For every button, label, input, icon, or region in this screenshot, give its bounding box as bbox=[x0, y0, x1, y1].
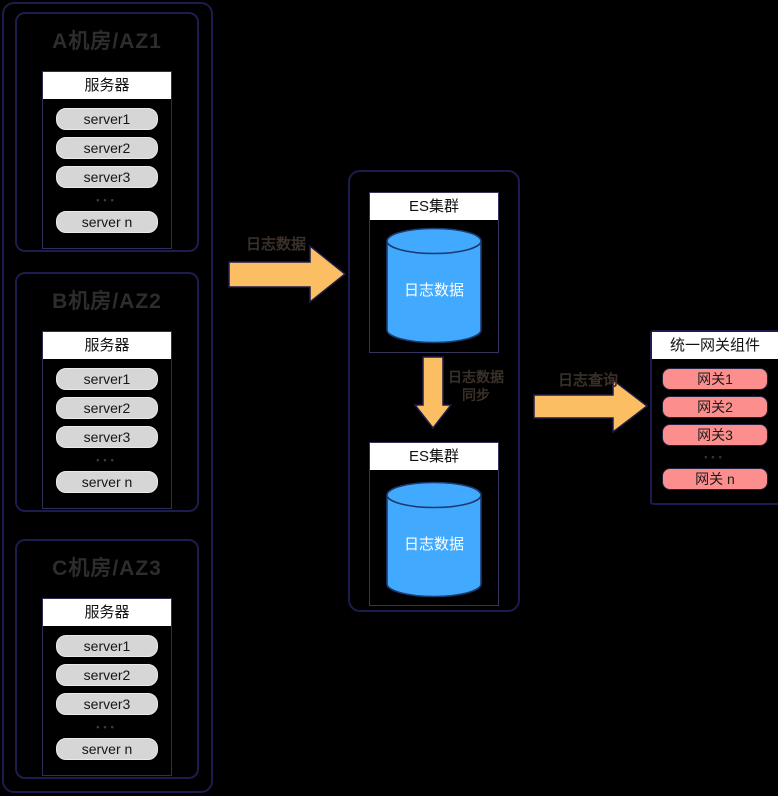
server-item: server3 bbox=[56, 426, 158, 448]
server-item: server n bbox=[56, 211, 158, 233]
log-data-cylinder: 日志数据 bbox=[385, 227, 483, 350]
server-item: server2 bbox=[56, 397, 158, 419]
az-zones-container bbox=[2, 2, 213, 793]
zone-title: A机房/AZ1 bbox=[52, 30, 162, 53]
cylinder-label: 日志数据 bbox=[403, 282, 464, 299]
gateway-panel-body: 网关1 网关2 网关3 ••• 网关 n bbox=[652, 359, 778, 503]
server-panel-body: server1 server2 server3 ••• server n bbox=[43, 99, 171, 248]
zone-title: B机房/AZ2 bbox=[52, 290, 162, 313]
gateway-item: 网关3 bbox=[662, 424, 768, 446]
server-item: server1 bbox=[56, 108, 158, 130]
log-data-cylinder: 日志数据 bbox=[385, 481, 483, 604]
gateway-item: 网关2 bbox=[662, 396, 768, 418]
es-cluster-header: ES集群 bbox=[370, 443, 498, 470]
server-panel-body: server1 server2 server3 ••• server n bbox=[43, 626, 171, 775]
server-panel-body: server1 server2 server3 ••• server n bbox=[43, 359, 171, 508]
server-item: server1 bbox=[56, 635, 158, 657]
server-panel-header: 服务器 bbox=[43, 599, 171, 626]
ellipsis-dots: ••• bbox=[96, 455, 118, 465]
down-arrow-icon bbox=[413, 356, 453, 430]
gateway-item: 网关1 bbox=[662, 368, 768, 390]
server-item: server2 bbox=[56, 664, 158, 686]
query-arrow bbox=[533, 377, 649, 440]
gateway-panel-header: 统一网关组件 bbox=[652, 332, 778, 359]
es-cluster-header: ES集群 bbox=[370, 193, 498, 220]
server-item: server n bbox=[56, 738, 158, 760]
ellipsis-dots: ••• bbox=[96, 722, 118, 732]
sync-arrow-label-line1: 日志数据 bbox=[448, 369, 504, 385]
right-arrow-icon bbox=[228, 244, 347, 304]
es-stack-container: ES集群 日志数据 ES集群 bbox=[348, 170, 520, 612]
gateway-panel: 统一网关组件 网关1 网关2 网关3 ••• 网关 n bbox=[650, 330, 778, 505]
server-item: server1 bbox=[56, 368, 158, 390]
server-panel: 服务器 server1 server2 server3 ••• server n bbox=[42, 331, 172, 509]
sync-arrow-label-line2: 同步 bbox=[462, 387, 490, 403]
zone-az3: C机房/AZ3 服务器 server1 server2 server3 ••• … bbox=[15, 539, 199, 779]
ingest-arrow-label: 日志数据 bbox=[245, 236, 306, 253]
sync-arrow bbox=[413, 356, 453, 435]
es-cluster-1: ES集群 日志数据 bbox=[369, 192, 499, 353]
cylinder-icon bbox=[386, 227, 482, 344]
server-panel-header: 服务器 bbox=[43, 332, 171, 359]
server-panel-header: 服务器 bbox=[43, 72, 171, 99]
sync-arrow-label: 日志数据 同步 bbox=[438, 368, 514, 404]
zone-az2: B机房/AZ2 服务器 server1 server2 server3 ••• … bbox=[15, 272, 199, 512]
gateway-item: 网关 n bbox=[662, 468, 768, 490]
cylinder-icon bbox=[386, 481, 482, 598]
es-cluster-2: ES集群 日志数据 bbox=[369, 442, 499, 606]
ellipsis-dots: ••• bbox=[96, 195, 118, 205]
zone-title: C机房/AZ3 bbox=[52, 557, 162, 580]
query-arrow-label: 日志查询 bbox=[557, 372, 618, 389]
ingest-arrow bbox=[228, 243, 348, 310]
server-panel: 服务器 server1 server2 server3 ••• server n bbox=[42, 598, 172, 776]
cylinder-label: 日志数据 bbox=[403, 536, 464, 553]
server-panel: 服务器 server1 server2 server3 ••• server n bbox=[42, 71, 172, 249]
zone-az1: A机房/AZ1 服务器 server1 server2 server3 ••• … bbox=[15, 12, 199, 252]
ellipsis-dots: ••• bbox=[704, 452, 726, 462]
right-arrow-icon bbox=[533, 378, 649, 434]
server-item: server n bbox=[56, 471, 158, 493]
server-item: server2 bbox=[56, 137, 158, 159]
server-item: server3 bbox=[56, 693, 158, 715]
server-item: server3 bbox=[56, 166, 158, 188]
